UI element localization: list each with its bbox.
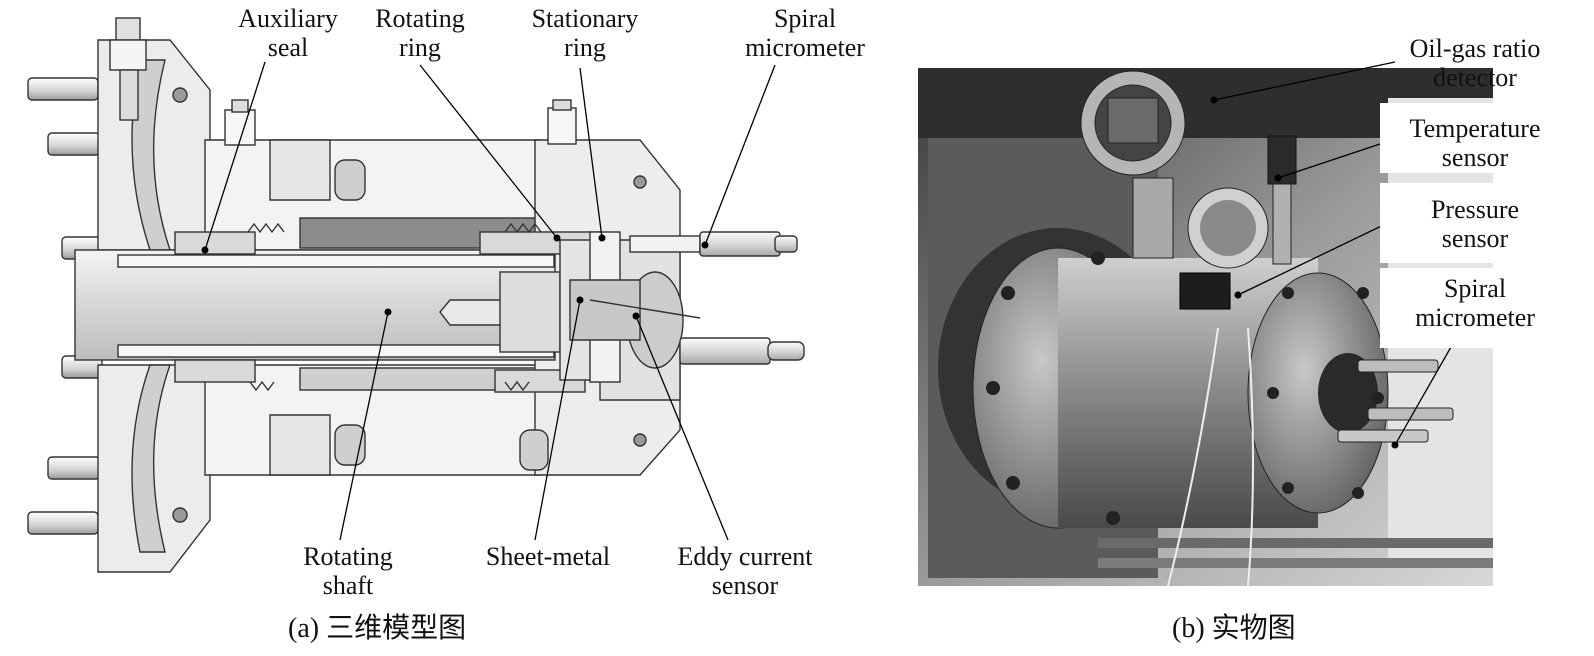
label-line: sensor	[1441, 143, 1509, 172]
bolt-hole	[1282, 482, 1294, 494]
photo-micrometers	[1337, 359, 1454, 443]
label-line: shaft	[322, 571, 374, 600]
base-rail	[1098, 538, 1493, 548]
label-background	[1380, 268, 1495, 348]
label-line: Spiral	[773, 4, 837, 33]
bolt-hole	[1106, 511, 1120, 525]
label-line: Oil-gas ratio	[1409, 34, 1541, 63]
label-spiral-micrometer-b: Spiral micrometer	[1385, 274, 1565, 332]
label-sheet-metal: Sheet-metal	[468, 542, 628, 571]
label-temperature-sensor: Temperature sensor	[1385, 114, 1565, 172]
bolt-hole	[1091, 251, 1105, 265]
label-line: Stationary	[531, 4, 639, 33]
bolt-hole	[1267, 387, 1279, 399]
leader-pressure-sensor	[1237, 217, 1399, 296]
caption-panel-b: (b) 实物图	[1172, 613, 1296, 644]
label-auxiliary-seal: Auxiliary seal	[218, 4, 358, 62]
photo-micrometer	[1337, 429, 1429, 443]
label-eddy-current-sensor: Eddy current sensor	[655, 542, 835, 600]
label-line: detector	[1433, 63, 1517, 92]
leader-lines	[204, 61, 776, 541]
leader-spiral-micrometer-b	[1394, 339, 1456, 446]
photo-temperature-sensor-body	[1272, 183, 1292, 265]
bolt-hole	[986, 381, 1000, 395]
leader-dot	[576, 296, 584, 304]
photo-oil-gas-detector	[1080, 70, 1186, 259]
leader-dot	[1234, 291, 1242, 299]
leader-endpoints	[201, 234, 709, 320]
label-line: sensor	[711, 571, 779, 600]
label-line: Sheet-metal	[485, 542, 611, 571]
label-rotating-shaft: Rotating shaft	[278, 542, 418, 600]
label-line: ring	[564, 33, 606, 62]
leader-stationary-ring	[579, 67, 603, 239]
label-line: Eddy current	[677, 542, 813, 571]
leader-rotating-shaft	[339, 311, 389, 541]
label-line: Rotating	[375, 4, 465, 33]
bolt-hole	[1282, 287, 1294, 299]
leader-spiral-micrometer-a	[704, 64, 776, 246]
leader-dot	[598, 234, 606, 242]
label-line: seal	[267, 33, 309, 62]
leader-eddy-current	[635, 315, 729, 541]
photo-pressure-gauge-face	[1200, 200, 1256, 256]
leader-auxiliary-seal	[204, 61, 266, 251]
label-rotating-ring: Rotating ring	[350, 4, 490, 62]
label-line: Pressure	[1430, 195, 1520, 224]
bolt-hole	[1357, 287, 1369, 299]
rotating-shaft-body	[74, 222, 701, 393]
label-line: micrometer	[1415, 303, 1535, 332]
label-spiral-micrometer-a: Spiral micrometer	[725, 4, 885, 62]
flange-bolt-holes	[986, 251, 1384, 525]
leader-dot	[1391, 441, 1399, 449]
leader-oil-gas-detector	[1213, 61, 1396, 101]
leader-dot	[201, 246, 209, 254]
leader-dot	[553, 234, 561, 242]
label-line: ring	[399, 33, 441, 62]
label-background	[1380, 183, 1495, 263]
bolt-hole	[1001, 286, 1015, 300]
leader-temperature-sensor	[1277, 139, 1393, 179]
caption-panel-a: (a) 三维模型图	[288, 613, 467, 644]
right-flange-bore	[1318, 353, 1378, 433]
cable	[1167, 327, 1219, 586]
label-line: micrometer	[745, 33, 865, 62]
label-line: sensor	[1441, 224, 1509, 253]
housing-left-flange	[27, 17, 211, 573]
label-pressure-sensor: Pressure sensor	[1385, 195, 1565, 253]
leader-dot	[1210, 96, 1218, 104]
leader-dot	[1274, 174, 1282, 182]
base-rail	[1098, 558, 1493, 568]
label-line: Spiral	[1443, 274, 1507, 303]
label-line: Auxiliary	[238, 4, 338, 33]
leader-dot	[384, 308, 392, 316]
photo-micrometer	[1357, 359, 1439, 373]
leader-dot	[632, 312, 640, 320]
label-stationary-ring: Stationary ring	[510, 4, 660, 62]
label-background	[1380, 103, 1495, 173]
bolt-hole	[1352, 487, 1364, 499]
label-oil-gas-ratio-detector: Oil-gas ratio detector	[1385, 34, 1565, 92]
bolt-hole	[1372, 392, 1384, 404]
photo-pressure-sensor-plug	[1179, 272, 1231, 310]
leader-sheet-metal	[534, 299, 581, 541]
cable	[1247, 327, 1254, 586]
leader-rotating-ring	[419, 64, 558, 239]
spiral-micrometers	[629, 231, 805, 365]
leader-dot	[701, 241, 709, 249]
label-line: Rotating	[303, 542, 393, 571]
photo-micrometer	[1367, 407, 1454, 421]
bolt-hole	[1006, 476, 1020, 490]
label-line: Temperature	[1409, 114, 1541, 143]
